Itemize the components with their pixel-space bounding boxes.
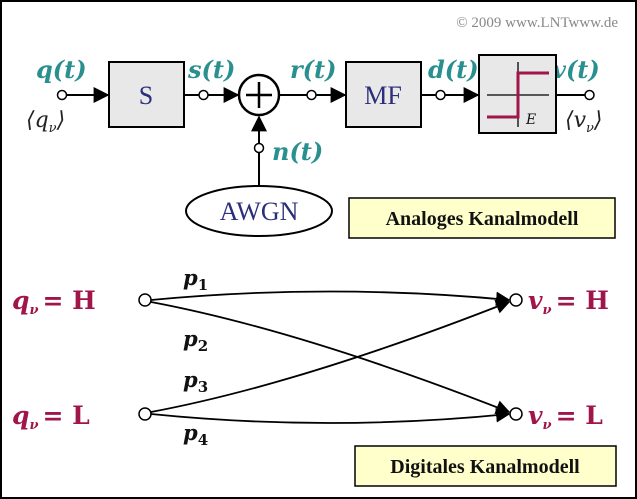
node-input-high bbox=[138, 293, 152, 307]
signal-label-r: r(t) bbox=[290, 55, 336, 84]
signal-label-d: d(t) bbox=[428, 55, 479, 84]
transition-high-high bbox=[150, 290, 511, 306]
node-output-low bbox=[509, 407, 523, 421]
transition-low-high bbox=[150, 300, 511, 413]
analog-caption: Analoges Kanalmodell bbox=[348, 197, 616, 239]
awgn-label: AWGN bbox=[220, 197, 299, 226]
decision-block: E bbox=[478, 54, 557, 134]
signal-label-v: v(t) bbox=[552, 55, 600, 84]
output-high-label: vν= H bbox=[528, 286, 609, 318]
adder-symbol bbox=[237, 73, 281, 117]
sender-block: S bbox=[108, 61, 185, 128]
sender-label: S bbox=[139, 81, 153, 110]
output-low-label: vν= L bbox=[528, 401, 603, 433]
prob-label-p2: p2 bbox=[183, 326, 208, 355]
input-high-label: qν= H bbox=[12, 286, 96, 318]
analog-caption-text: Analoges Kanalmodell bbox=[386, 208, 579, 230]
prob-label-p1: p1 bbox=[183, 265, 208, 294]
signal-label-q: q(t) bbox=[36, 55, 87, 84]
source-node bbox=[56, 89, 68, 101]
svg-text:⟨qν⟩: ⟨qν⟩ bbox=[26, 108, 65, 136]
matched-filter-block: MF bbox=[345, 61, 422, 128]
node-d bbox=[435, 89, 446, 101]
signal-label-n: n(t) bbox=[272, 137, 323, 166]
svg-text:⟨vν⟩: ⟨vν⟩ bbox=[565, 108, 603, 136]
filter-label: MF bbox=[364, 81, 402, 110]
decision-threshold-curve bbox=[487, 71, 549, 119]
output-sequence-label: ⟨vν⟩ bbox=[565, 108, 603, 136]
input-low-label: qν= L bbox=[12, 401, 90, 433]
transition-low-low bbox=[150, 408, 511, 424]
signal-label-s: s(t) bbox=[187, 55, 235, 84]
prob-label-p4: p4 bbox=[183, 420, 208, 449]
transition-high-low bbox=[150, 301, 511, 414]
node-s bbox=[198, 89, 209, 101]
node-output-high bbox=[509, 293, 523, 307]
output-node bbox=[584, 89, 595, 101]
node-r bbox=[306, 89, 317, 101]
node-input-low bbox=[138, 407, 152, 421]
digital-caption-text: Digitales Kanalmodell bbox=[390, 456, 580, 478]
awgn-source: AWGN bbox=[185, 185, 333, 237]
node-n bbox=[253, 142, 265, 154]
digital-caption: Digitales Kanalmodell bbox=[354, 445, 617, 487]
input-sequence-label: ⟨qν⟩ bbox=[26, 108, 65, 136]
copyright-text: © 2009 www.LNTwww.de bbox=[456, 15, 618, 31]
decision-label: E bbox=[525, 112, 536, 128]
prob-label-p3: p3 bbox=[183, 367, 208, 396]
